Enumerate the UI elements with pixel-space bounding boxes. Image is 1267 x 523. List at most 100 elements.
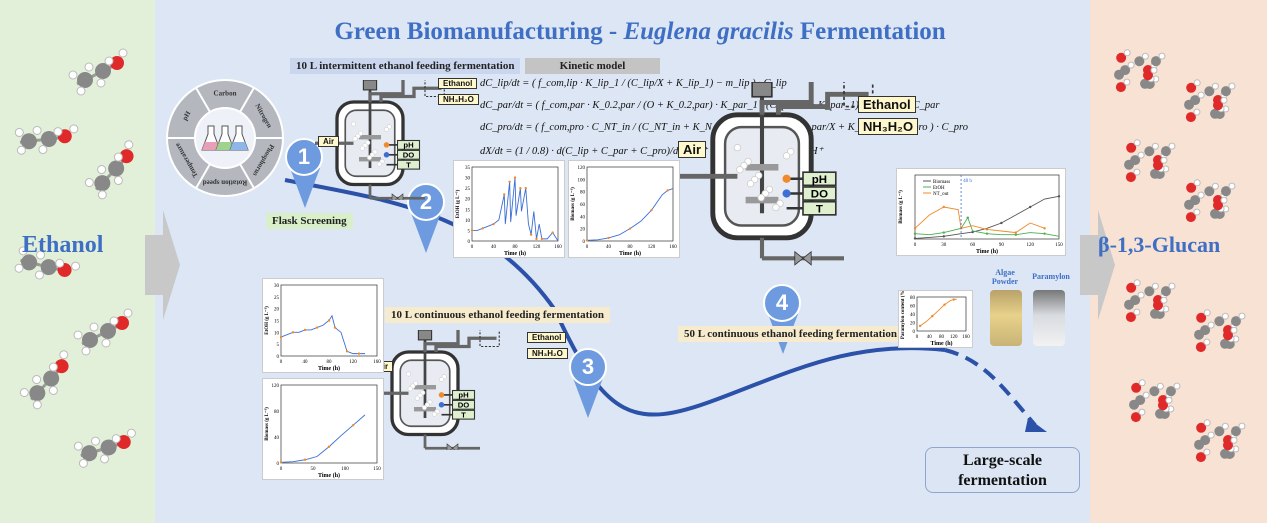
plot-frame <box>914 174 1060 240</box>
hydrogen-atom <box>101 338 111 348</box>
y-tick-label: 20 <box>580 228 586 233</box>
data-point <box>943 303 946 306</box>
plot-frame <box>916 296 967 332</box>
hydrogen-atom <box>111 434 121 444</box>
glucan-atom <box>1196 312 1207 323</box>
glucan-atom <box>1185 112 1196 123</box>
y-tick-label: 0 <box>913 330 916 335</box>
motor-icon <box>751 82 773 98</box>
data-point <box>607 236 610 240</box>
hydrogen-atom <box>1151 282 1159 290</box>
step-3-badge: 3 <box>569 348 607 386</box>
hydrogen-atom <box>1173 382 1181 390</box>
glucan-atom <box>1214 316 1225 327</box>
motor-icon <box>362 80 378 91</box>
impeller-icon <box>414 385 436 390</box>
page-title: Green Biomanufacturing - Euglena gracili… <box>334 18 946 45</box>
pump-box <box>424 80 445 98</box>
y-tick-label: 20 <box>274 308 280 313</box>
x-axis-label: Time (h) <box>318 365 340 372</box>
data-point <box>985 232 989 235</box>
flask-liquid <box>230 142 248 150</box>
bubble-icon <box>376 161 382 167</box>
hydrogen-atom <box>73 441 83 451</box>
y-axis-label: Biomass (g L⁻¹) <box>898 190 904 224</box>
hydrogen-atom <box>1228 182 1236 190</box>
x-tick-label: 120 <box>533 245 541 250</box>
air-inlet-label-3: Air <box>678 141 707 158</box>
bubble-icon <box>359 145 365 151</box>
y-tick-label: 40 <box>910 313 916 318</box>
y-tick-label: 0 <box>583 240 586 245</box>
glucan-atom <box>1150 168 1161 179</box>
x-tick-label: 120 <box>1026 243 1034 248</box>
glucan-atom <box>1131 382 1142 393</box>
bubble-icon <box>439 377 444 382</box>
x-axis-label: Time (h) <box>930 340 952 347</box>
glucan-atom <box>1150 56 1161 67</box>
hydrogen-atom <box>1193 108 1201 116</box>
hydrogen-atom <box>1207 321 1215 329</box>
carbon-atom <box>82 332 98 348</box>
y-tick-label: 80 <box>910 296 916 301</box>
glucan-atom <box>1200 435 1211 446</box>
glucan-atom <box>1120 65 1131 76</box>
hydrogen-atom <box>126 428 136 438</box>
hydrogen-atom <box>1133 279 1141 287</box>
large-scale-box: Large-scale fermentation <box>925 447 1080 493</box>
data-point <box>913 232 917 235</box>
hydrogen-atom <box>32 400 42 410</box>
probe-dot <box>383 142 390 148</box>
nh3-feed-label-3: NH₃H₂O <box>858 118 919 135</box>
wheel-item: pH <box>181 109 193 122</box>
glucan-atom <box>1140 78 1151 89</box>
hydrogen-atom <box>1151 142 1159 150</box>
hydrogen-atom <box>1137 151 1145 159</box>
glucan-atom <box>1186 82 1197 93</box>
data-point <box>345 350 349 353</box>
feed-pipe-2 <box>775 91 869 115</box>
data-point <box>519 186 522 190</box>
y-tick-label: 100 <box>578 178 586 183</box>
data-point <box>966 216 969 219</box>
wheel-divider <box>239 163 255 189</box>
carbon-atom <box>95 63 111 79</box>
hydrogen-atom <box>1197 91 1205 99</box>
hydrogen-atom <box>68 70 78 80</box>
plot-frame <box>471 166 559 242</box>
paramylon-label: Paramylon <box>1032 272 1070 281</box>
data-point <box>931 314 934 318</box>
flask-screening-label: Flask Screening <box>266 213 353 229</box>
x-tick-label: 80 <box>939 335 945 340</box>
bubble-icon <box>421 405 427 411</box>
step-2-pin <box>411 213 441 253</box>
glucan-atom <box>1134 56 1145 67</box>
hydrogen-atom <box>1123 78 1131 86</box>
y-tick-label: 40 <box>580 215 586 220</box>
nh3-feed-label: NH₃H₂O <box>438 94 479 105</box>
glucan-atom <box>1204 186 1215 197</box>
hydrogen-atom <box>89 322 99 332</box>
data-point <box>470 229 474 232</box>
sensor-label: T <box>406 160 411 169</box>
hydrogen-atom <box>1133 168 1141 176</box>
hydrogen-atom <box>71 261 81 271</box>
hydrogen-atom <box>14 127 24 137</box>
sensor-label: pH <box>812 174 827 186</box>
hydrogen-atom <box>36 250 46 260</box>
hydrogen-atom <box>69 124 79 134</box>
feed-pipe <box>759 82 814 115</box>
oxygen-atom <box>115 316 129 330</box>
data-point <box>942 235 945 238</box>
ethanol-feed-label-2: Ethanol <box>527 332 567 343</box>
glucan-atom <box>1115 82 1126 93</box>
glucan-label: β-1,3-Glucan <box>1098 232 1221 257</box>
flask-liquid <box>202 142 220 150</box>
data-point <box>303 458 307 461</box>
wheel-item: Carbon <box>214 90 237 98</box>
hydrogen-atom <box>1165 396 1173 404</box>
x-tick-label: 80 <box>628 245 634 250</box>
equation-paramylon: dC_par/dt = ( f_com,par · K_0.2,par / (O… <box>480 100 940 111</box>
